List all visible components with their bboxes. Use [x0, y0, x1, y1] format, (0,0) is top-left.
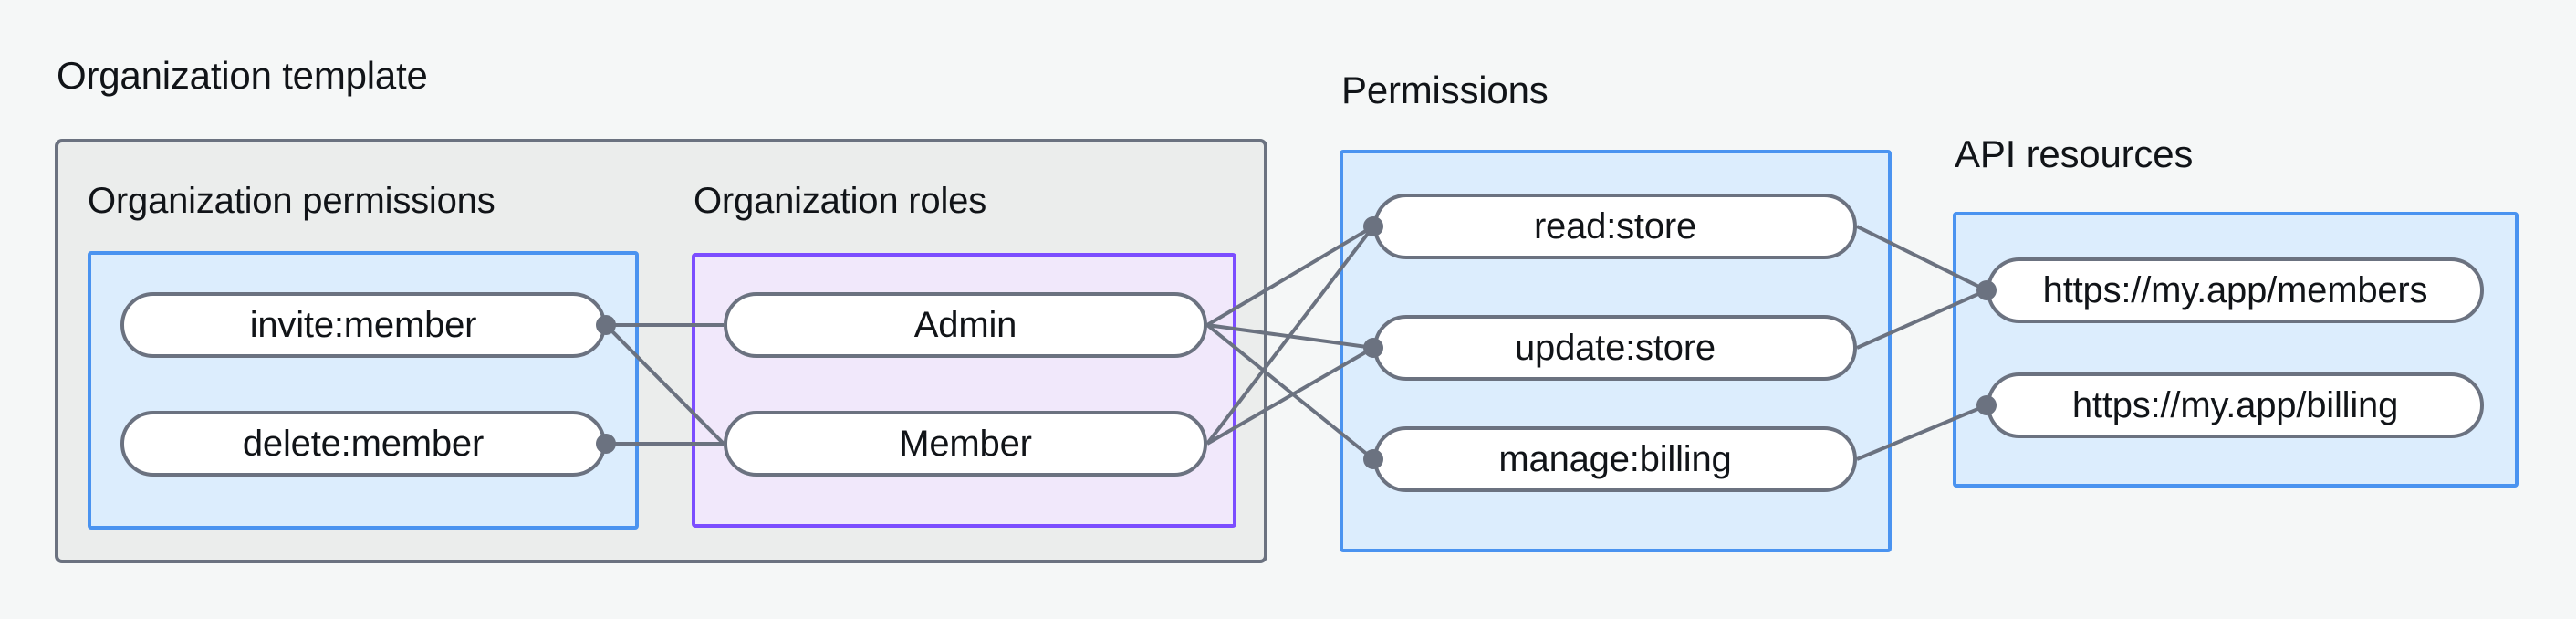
node-api-billing[interactable]: https://my.app/billing [1987, 372, 2484, 438]
label-organization-template: Organization template [57, 54, 428, 97]
node-invite-member[interactable]: invite:member [120, 292, 606, 358]
label-permissions: Permissions [1341, 68, 1549, 111]
node-role-admin[interactable]: Admin [724, 292, 1207, 358]
group-api-resources [1953, 212, 2519, 488]
label-organization-roles: Organization roles [694, 181, 987, 221]
label-organization-permissions: Organization permissions [88, 181, 495, 221]
node-delete-member[interactable]: delete:member [120, 411, 606, 477]
node-read-store[interactable]: read:store [1373, 194, 1857, 259]
node-manage-billing[interactable]: manage:billing [1373, 426, 1857, 492]
node-role-member[interactable]: Member [724, 411, 1207, 477]
label-api-resources: API resources [1955, 132, 2194, 175]
node-update-store[interactable]: update:store [1373, 315, 1857, 381]
node-api-members[interactable]: https://my.app/members [1987, 257, 2484, 323]
